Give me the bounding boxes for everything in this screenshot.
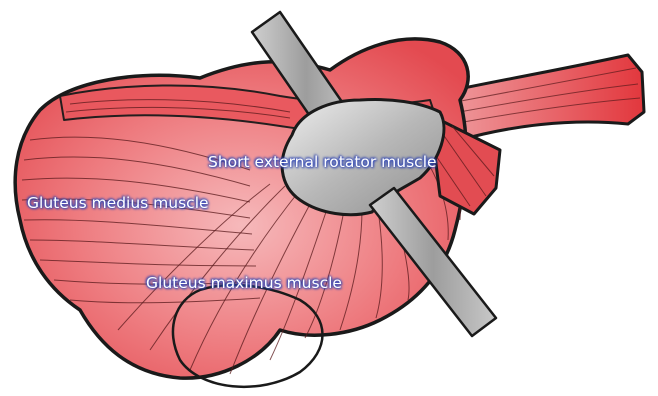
gluteus-medius-label: Gluteus medius muscle: [27, 194, 209, 212]
short-external-rotator-label: Short external rotator muscle: [208, 153, 437, 171]
gluteus-maximus-label: Gluteus maximus muscle: [146, 274, 342, 292]
